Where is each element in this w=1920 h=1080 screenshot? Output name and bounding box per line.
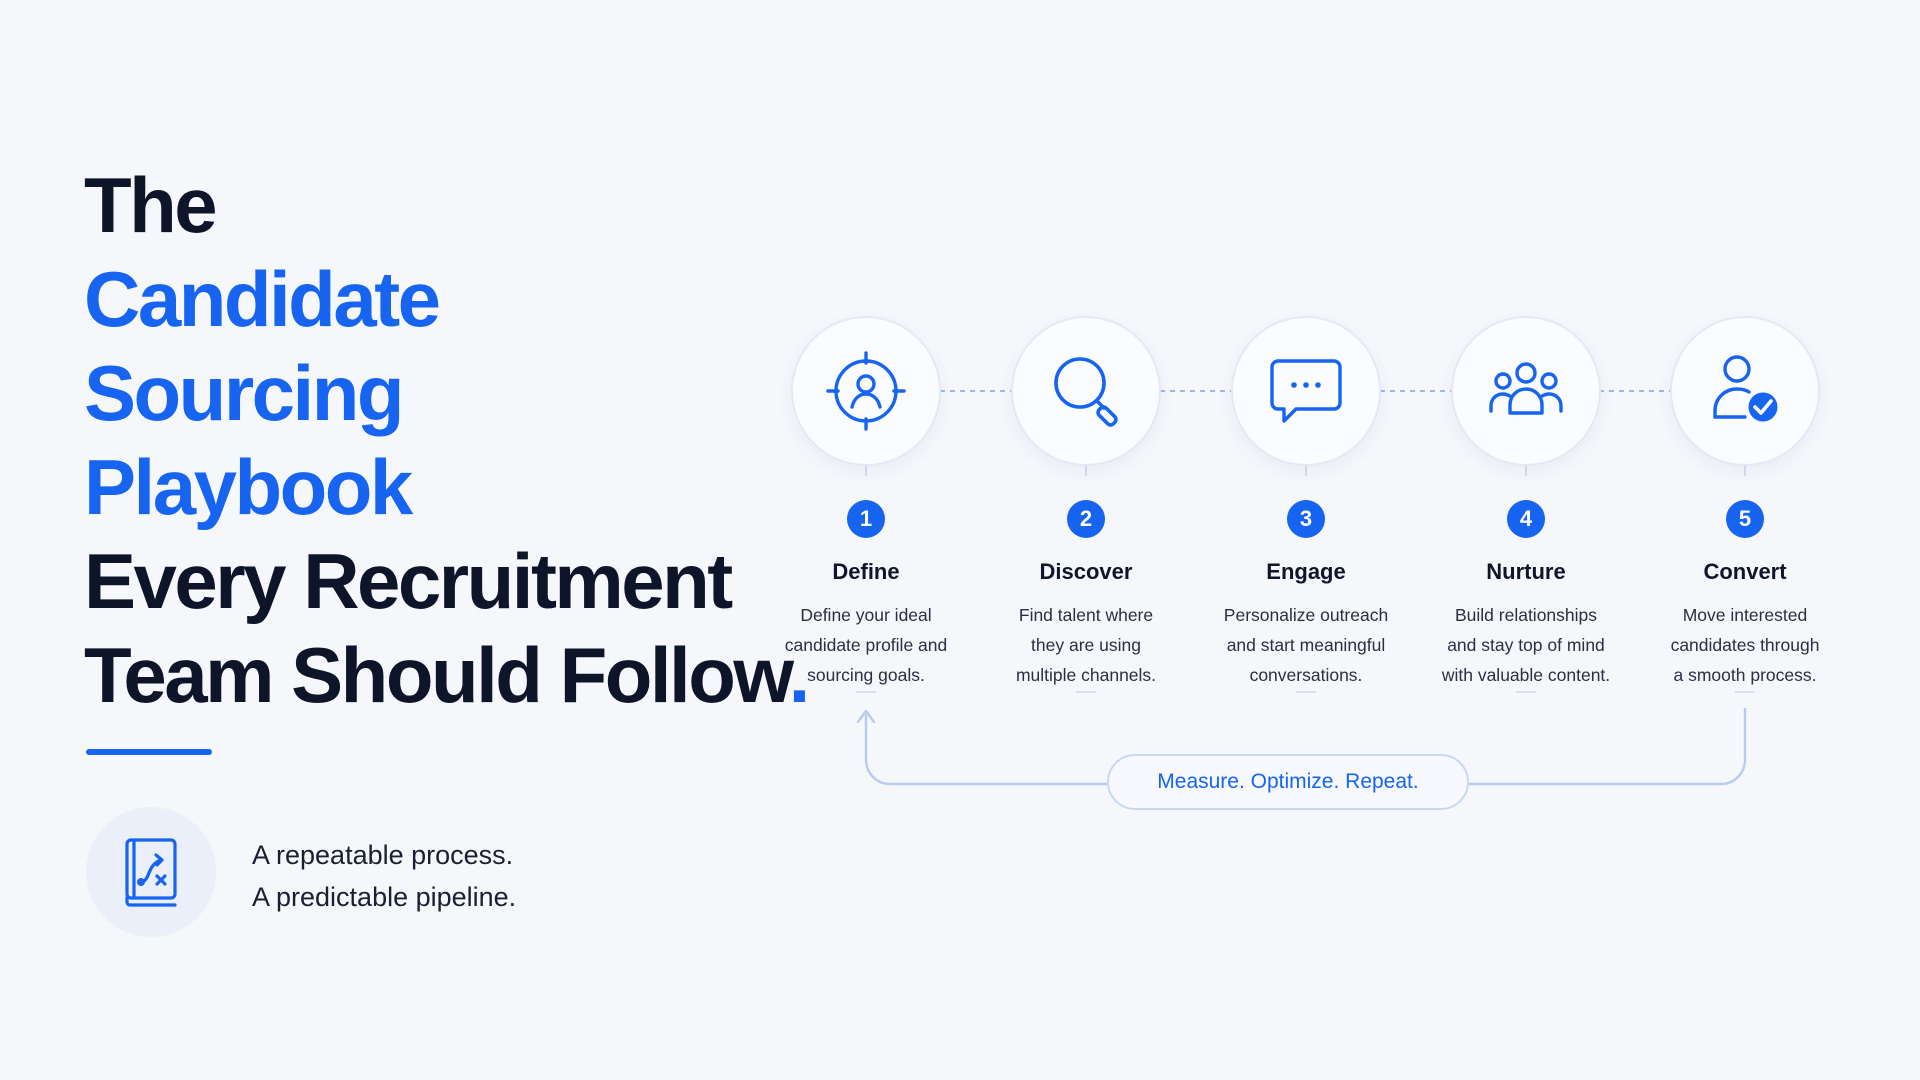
target-person-icon [826, 351, 906, 431]
step-number-badge: 5 [1726, 500, 1764, 538]
step-icon-circle [1011, 316, 1161, 466]
step-description: Move interested candidates through a smo… [1635, 600, 1855, 690]
step-title: Define [832, 559, 900, 584]
title-line-candidate: Candidate [84, 255, 441, 343]
title-line-team-should-follow: Team Should Follow. [84, 628, 810, 722]
step-number-badge: 1 [847, 500, 885, 538]
step-description: Build relationships and stay top of mind… [1416, 600, 1636, 690]
step-title: Engage [1266, 559, 1346, 584]
user-check-icon [1713, 355, 1781, 425]
group-icon [1489, 362, 1563, 415]
step-description-line: candidate profile and [784, 635, 948, 655]
step-description-line: candidates through [1670, 635, 1820, 655]
feedback-loop-line [864, 708, 1747, 786]
chat-bubble-icon [1270, 359, 1342, 423]
step-define: 1 Define Define your ideal candidate pro… [756, 316, 976, 690]
step-description-line: conversations. [1249, 665, 1363, 685]
tagline: A repeatable process. A predictable pipe… [252, 834, 516, 918]
title-period: . [788, 631, 811, 719]
step-description-line: multiple channels. [1015, 665, 1157, 685]
feedback-loop-label: Measure. Optimize. Repeat. [1107, 754, 1469, 810]
step-description-line: Move interested [1682, 605, 1808, 625]
step-number-badge: 2 [1067, 500, 1105, 538]
step-icon-circle [1670, 316, 1820, 466]
step-icon-circle [1231, 316, 1381, 466]
step-description-line: with valuable content. [1441, 665, 1611, 685]
step-icon-circle [1451, 316, 1601, 466]
step-title: Discover [1039, 559, 1133, 584]
title-line-every-recruitment: Every Recruitment [84, 537, 733, 625]
step-description-line: and stay top of mind [1447, 635, 1605, 655]
step-description-line: a smooth process. [1673, 665, 1817, 685]
step-title: Convert [1703, 559, 1787, 584]
step-number-badge: 3 [1287, 500, 1325, 538]
magnifier-icon [1054, 357, 1118, 427]
step-description-line: Define your ideal [800, 605, 932, 625]
step-engage: 3 Engage Personalize outreach and start … [1196, 316, 1416, 690]
step-description-line: and start meaningful [1226, 635, 1386, 655]
step-description-line: they are using [1031, 635, 1141, 655]
title-line-sourcing: Sourcing [84, 349, 405, 437]
step-description-line: sourcing goals. [807, 665, 925, 685]
step-description-line: Find talent where [1018, 605, 1154, 625]
step-title: Nurture [1486, 559, 1566, 584]
step-nurture: 4 Nurture Build relationships and stay t… [1416, 316, 1636, 690]
step-description-line: Build relationships [1454, 605, 1598, 625]
title-accent-bar [86, 749, 212, 755]
slide-title: The Candidate Sourcing Playbook Every Re… [84, 158, 810, 722]
title-line-team-text: Team Should Follow [84, 631, 791, 719]
title-line-the: The [84, 161, 218, 249]
playbook-strategy-icon [125, 838, 177, 907]
tagline-line-2: A predictable pipeline. [252, 882, 517, 912]
step-description-line: Personalize outreach [1223, 605, 1389, 625]
feedback-loop-arrowhead [856, 709, 876, 724]
tagline-line-1: A repeatable process. [252, 840, 514, 870]
step-description: Personalize outreach and start meaningfu… [1196, 600, 1416, 690]
step-discover: 2 Discover Find talent where they are us… [976, 316, 1196, 690]
step-icon-circle [791, 316, 941, 466]
step-number-badge: 4 [1507, 500, 1545, 538]
step-convert: 5 Convert Move interested candidates thr… [1635, 316, 1855, 690]
step-description: Define your ideal candidate profile and … [756, 600, 976, 690]
step-description: Find talent where they are using multipl… [976, 600, 1196, 690]
playbook-strategy-icon-badge [86, 807, 216, 937]
title-line-playbook: Playbook [84, 443, 413, 531]
